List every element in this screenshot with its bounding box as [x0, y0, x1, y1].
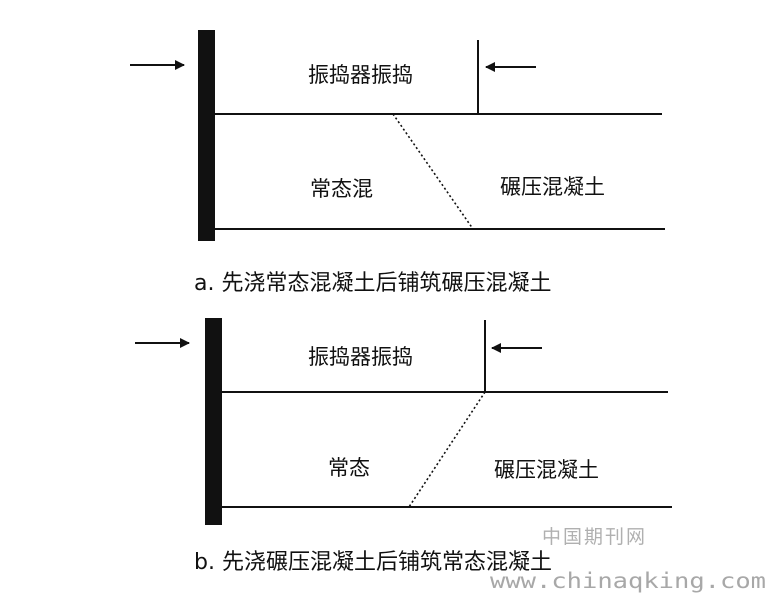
- formwork-wall: [198, 30, 215, 241]
- interface-dotted-line: [392, 113, 474, 230]
- label-normal-concrete: 常态混: [310, 177, 373, 201]
- label-rcc: 碾压混凝土: [494, 458, 599, 482]
- formwork-wall: [205, 318, 222, 525]
- label-normal-concrete: 常态: [328, 456, 370, 480]
- watermark-cn: 中国期刊网: [542, 526, 647, 548]
- diagram-a: 振捣器振捣 常态混 碾压混凝土 a. 先浇常态混凝土后铺筑碾压混凝土: [130, 30, 665, 296]
- label-rcc: 碾压混凝土: [500, 175, 605, 199]
- caption-b: b. 先浇碾压混凝土后铺筑常态混凝土: [194, 550, 552, 575]
- diagram-b: 振捣器振捣 常态 碾压混凝土 b. 先浇碾压混凝土后铺筑常态混凝土: [135, 318, 672, 575]
- watermark-url: www.chinaqking.com: [490, 569, 766, 593]
- label-vibration-zone: 振捣器振捣: [308, 345, 413, 369]
- interface-dotted-line: [408, 391, 486, 508]
- caption-a: a. 先浇常态混凝土后铺筑碾压混凝土: [194, 271, 551, 296]
- label-vibration-zone: 振捣器振捣: [308, 63, 413, 87]
- watermark: 中国期刊网 www.chinaqking.com: [490, 526, 766, 593]
